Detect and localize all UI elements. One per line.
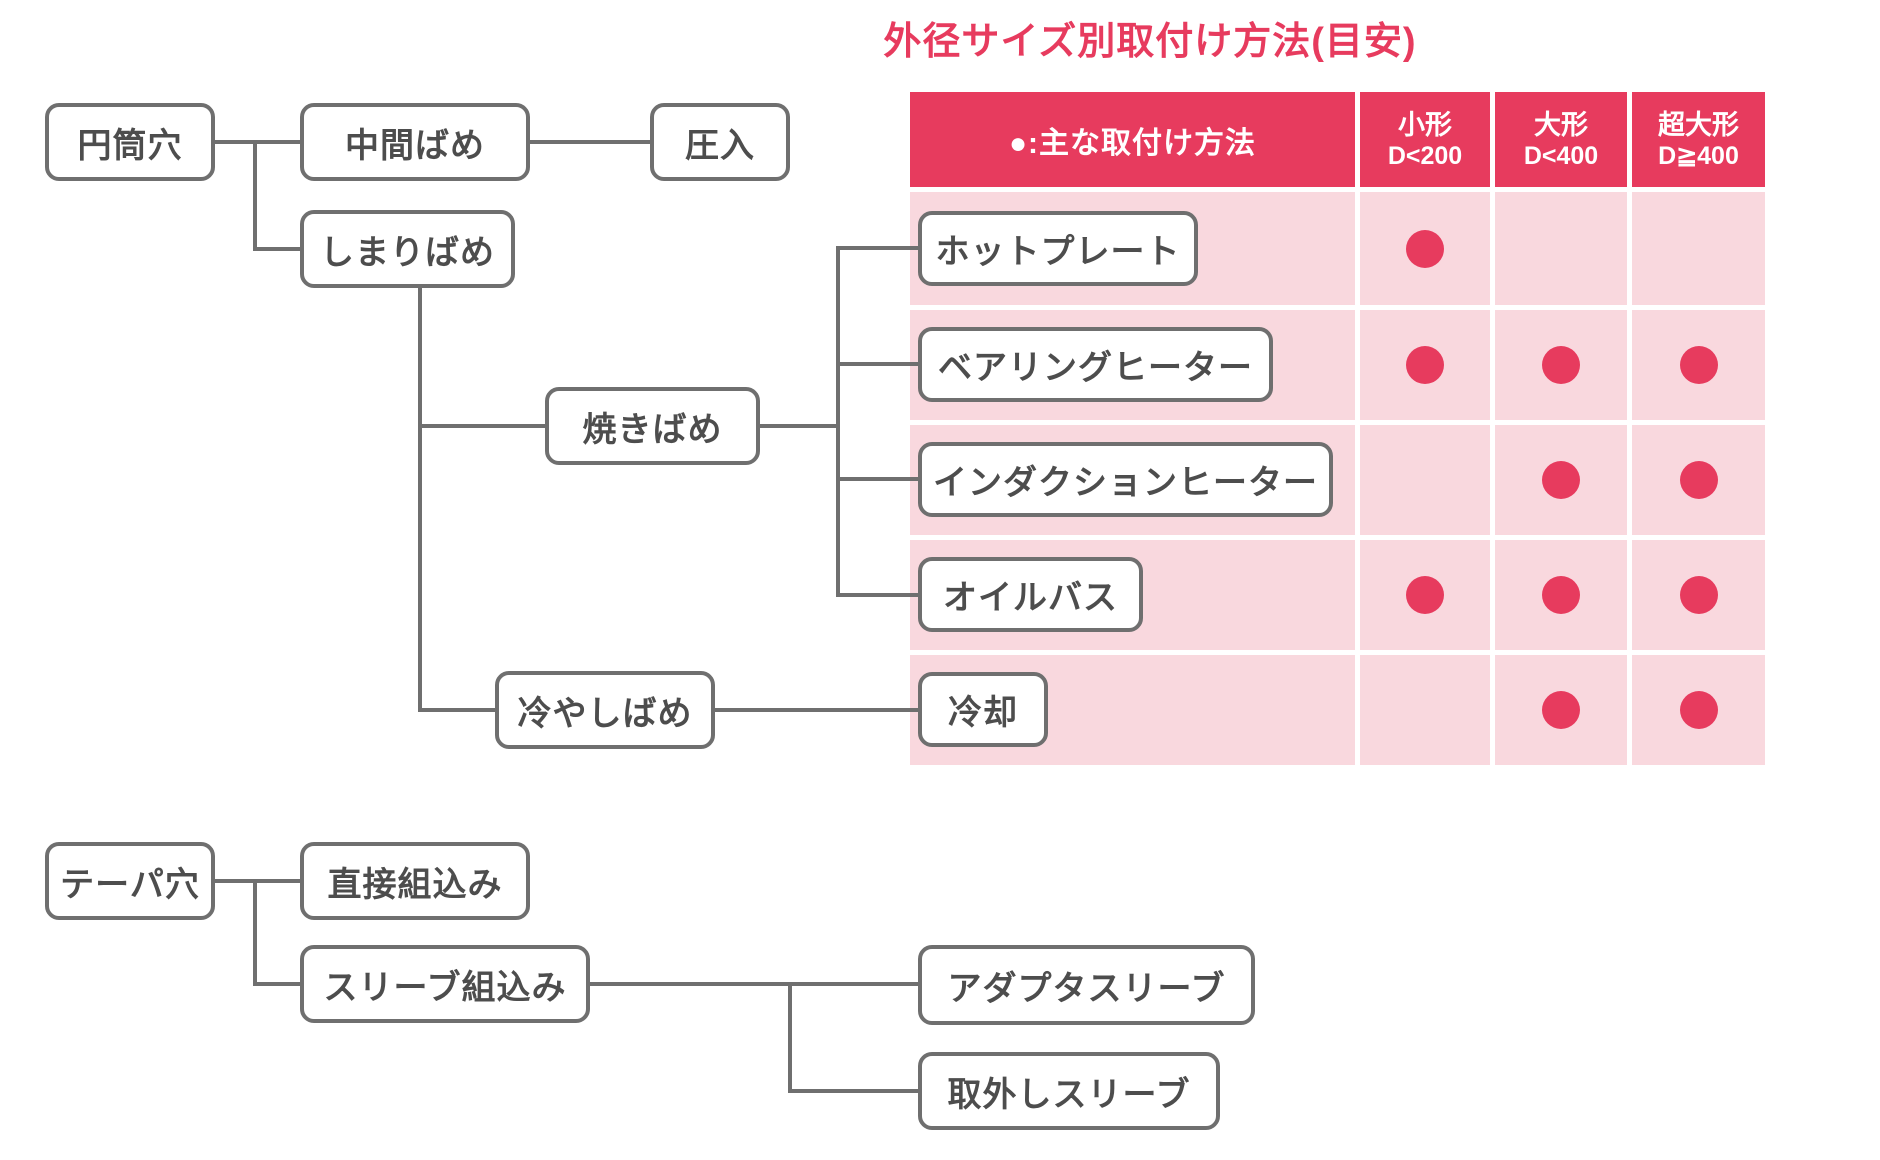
table-cell <box>1632 310 1765 420</box>
flow-box-press-in: 圧入 <box>650 103 790 181</box>
flow-box-withdrawal-sleeve: 取外しスリーブ <box>918 1052 1220 1130</box>
table-cell <box>1495 655 1627 765</box>
flow-box-adapter-sleeve: アダプタスリーブ <box>918 945 1255 1025</box>
row-box-induction-heater: インダクションヒーター <box>918 442 1333 517</box>
row-box-oil-bath: オイルバス <box>918 557 1143 632</box>
connector-line <box>418 424 545 428</box>
table-cell <box>1632 425 1765 535</box>
page-title: 外径サイズ別取付け方法(目安) <box>883 21 1417 63</box>
flow-box-sleeve-mounting: スリーブ組込み <box>300 945 590 1023</box>
connector-line <box>836 362 918 366</box>
connector-line <box>215 140 300 144</box>
connector-line <box>788 1089 918 1093</box>
column-range: D<400 <box>1523 141 1599 170</box>
row-box-bearing-heater: ベアリングヒーター <box>918 327 1273 402</box>
table-cell <box>1632 192 1765 305</box>
connector-line <box>253 982 300 986</box>
connector-line <box>760 424 840 428</box>
column-name: 小形 <box>1398 109 1452 140</box>
column-header-small: 小形 D<200 <box>1360 92 1490 187</box>
table-cell <box>1360 310 1490 420</box>
column-range: D<200 <box>1387 141 1463 170</box>
table-cell <box>1632 540 1765 650</box>
table-cell <box>1360 655 1490 765</box>
connector-line <box>836 593 918 597</box>
table-cell <box>1495 192 1627 305</box>
flow-box-direct-mounting: 直接組込み <box>300 842 530 920</box>
connector-line <box>253 247 300 251</box>
flow-box-tapered-hole: テーパ穴 <box>45 842 215 920</box>
flow-box-shrink-fit: 焼きばめ <box>545 387 760 465</box>
table-cell <box>1495 425 1627 535</box>
connector-line <box>590 982 790 986</box>
column-range: D≧400 <box>1658 141 1739 170</box>
column-name: 超大形 <box>1658 109 1739 140</box>
connector-line <box>418 288 422 712</box>
connector-line <box>836 477 918 481</box>
table-cell <box>1632 655 1765 765</box>
table-legend-header: ●:主な取付け方法 <box>910 92 1355 187</box>
table-cell <box>1495 310 1627 420</box>
column-header-extra-large: 超大形 D≧400 <box>1632 92 1765 187</box>
connector-line <box>715 708 918 712</box>
connector-line <box>530 140 650 144</box>
connector-line <box>253 140 257 251</box>
connector-line <box>788 982 792 1093</box>
connector-line <box>253 879 257 986</box>
connector-line <box>215 879 300 883</box>
row-box-cooling: 冷却 <box>918 672 1048 747</box>
connector-line <box>836 246 918 250</box>
column-header-large: 大形 D<400 <box>1495 92 1627 187</box>
connector-line <box>788 982 918 986</box>
column-name: 大形 <box>1534 109 1588 140</box>
flow-box-cylindrical-hole: 円筒穴 <box>45 103 215 181</box>
flow-box-intermediate-fit: 中間ばめ <box>300 103 530 181</box>
table-cell <box>1360 192 1490 305</box>
connector-line <box>836 246 840 597</box>
table-cell <box>1360 540 1490 650</box>
flow-box-interference-fit: しまりばめ <box>300 210 515 288</box>
table-cell <box>1360 425 1490 535</box>
flow-box-cold-fit: 冷やしばめ <box>495 671 715 749</box>
table-cell <box>1495 540 1627 650</box>
connector-line <box>418 708 495 712</box>
row-box-hot-plate: ホットプレート <box>918 211 1198 286</box>
